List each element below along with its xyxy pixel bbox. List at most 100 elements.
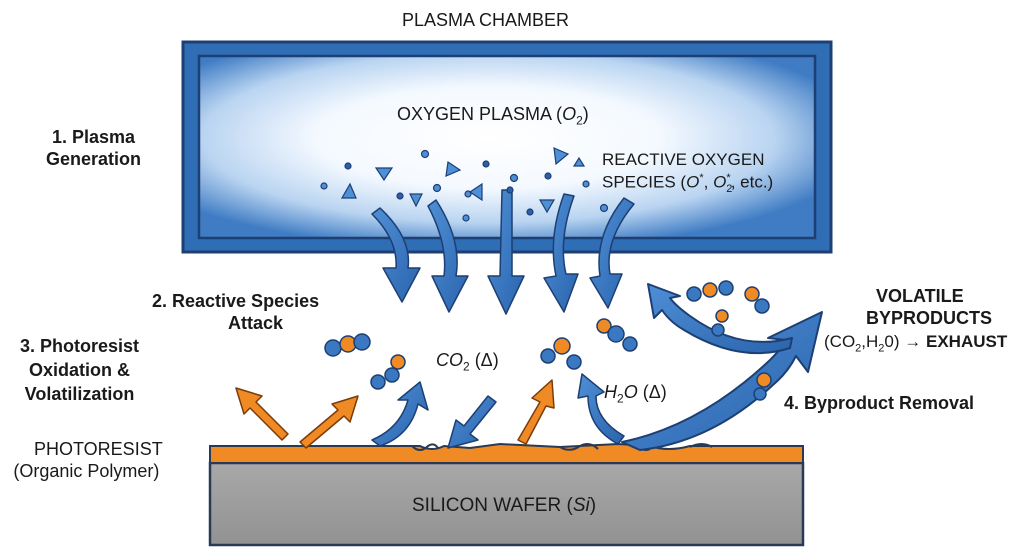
wafer-c: ) xyxy=(589,495,597,516)
ros-l2-f: 2 xyxy=(726,183,733,196)
atom-o xyxy=(753,387,767,401)
photoresist-layer xyxy=(209,442,804,464)
ros-triangle xyxy=(553,147,570,166)
chamber-title: PLASMA CHAMBER xyxy=(402,10,570,30)
atom-c xyxy=(596,318,612,334)
atom-o xyxy=(324,339,342,357)
volatilization-arrows xyxy=(235,379,555,449)
step1-label: 1. Plasma Generation xyxy=(46,126,141,170)
ros-label-line1: REACTIVE OXYGEN xyxy=(602,150,765,169)
byproduct-exhaust-arrows xyxy=(621,283,823,451)
exhaust-l3-c: 0) → xyxy=(884,332,926,351)
ros-l2-g: * xyxy=(726,172,731,184)
exhaust-arrow-large xyxy=(621,311,823,451)
atom-o xyxy=(553,337,571,355)
atom-c xyxy=(702,282,718,298)
plasma-species: O xyxy=(562,104,577,124)
plasma-close: ) xyxy=(582,104,589,124)
ros-dot xyxy=(599,203,609,213)
co2-molecule-left xyxy=(324,333,371,357)
h2o-o: O xyxy=(623,382,638,402)
ros-dot xyxy=(526,208,534,216)
ros-dot xyxy=(462,214,470,222)
ros-dot xyxy=(582,180,590,188)
oxygen-plasma-label: OXYGEN PLASMA (O2) xyxy=(397,104,589,128)
ros-triangle xyxy=(340,182,357,199)
exhaust-l3-d: EXHAUST xyxy=(925,332,1008,351)
ros-triangle xyxy=(445,160,462,177)
reactive-oxygen-particles xyxy=(320,147,609,222)
atom-o xyxy=(353,333,371,351)
surface-arrow-up-left xyxy=(371,381,429,447)
molecule-cluster-right xyxy=(596,318,638,352)
photoresist-rough-surface xyxy=(411,443,713,451)
ros-dot xyxy=(344,162,352,170)
wafer-b: Si xyxy=(572,495,590,516)
atom-o xyxy=(622,336,638,352)
atom-o xyxy=(711,323,725,337)
ros-label-line2: SPECIES (O*, O2*, etc.) xyxy=(602,172,773,195)
h2o-label: H2O (Δ) xyxy=(604,382,667,406)
surface-arrow-up-right xyxy=(577,373,625,445)
atom-h xyxy=(540,348,556,364)
co2-molecule-small xyxy=(370,354,406,390)
co2-subscript: 2 xyxy=(463,359,470,374)
ros-l2-h: , etc.) xyxy=(730,172,774,192)
h2o-h: H xyxy=(604,382,617,402)
atom-h xyxy=(566,354,582,370)
orange-arrow-3 xyxy=(517,379,555,445)
down-arrow-4 xyxy=(543,193,579,313)
h2o-subscript: 2 xyxy=(617,391,624,406)
photoresist-line2: (Organic Polymer) xyxy=(13,461,160,481)
down-arrow-3 xyxy=(487,189,525,315)
ros-triangle xyxy=(468,182,483,202)
atom-c xyxy=(715,309,729,323)
plasma-label-text: OXYGEN PLASMA ( xyxy=(397,104,563,124)
exhaust-line2: BYPRODUCTS xyxy=(866,308,993,328)
ros-dot xyxy=(396,192,404,200)
reactive-species-arrows xyxy=(371,189,635,315)
step1-line1: 1. Plasma xyxy=(51,127,136,147)
ros-l2-b: O xyxy=(686,172,700,192)
step3-line1: 3. Photoresist xyxy=(20,336,140,356)
ros-dot xyxy=(509,173,519,183)
step2-label: 2. Reactive Species Attack xyxy=(152,290,319,334)
photoresist-label: PHOTORESIST (Organic Polymer) xyxy=(10,438,162,482)
step3-line2: Oxidation & xyxy=(29,360,131,380)
co2-text: CO xyxy=(436,350,463,370)
down-arrow-2 xyxy=(427,199,469,313)
wafer-label: SILICON WAFER (Si) xyxy=(412,495,596,517)
down-arrow-5 xyxy=(589,197,635,309)
atom-o xyxy=(756,372,772,388)
exhaust-molecules xyxy=(686,280,772,401)
ros-dot xyxy=(506,186,514,194)
orange-arrow-1 xyxy=(235,387,289,441)
atom-o xyxy=(718,280,734,296)
ros-dot xyxy=(482,160,490,168)
ros-dot xyxy=(420,149,430,159)
exhaust-line1: VOLATILE xyxy=(876,286,964,306)
ros-l2-d: , xyxy=(703,172,714,192)
surface-reaction-arrows xyxy=(371,373,625,449)
atom-o xyxy=(384,367,400,383)
ros-triangle xyxy=(538,199,556,214)
orange-arrow-2 xyxy=(299,395,359,449)
plasma-subscript: 2 xyxy=(576,113,583,128)
ros-l2-e: O xyxy=(713,172,727,192)
ros-l2-c: * xyxy=(699,172,704,184)
h2o-delta: (Δ) xyxy=(637,382,667,402)
co2-delta: (Δ) xyxy=(469,350,499,370)
ros-triangle xyxy=(572,156,586,167)
wafer-a: SILICON WAFER ( xyxy=(412,495,573,516)
ros-dot xyxy=(320,182,328,190)
surface-arrow-down xyxy=(447,395,497,449)
atom-o xyxy=(754,298,770,314)
atom-o xyxy=(370,374,386,390)
step4-label: 4. Byproduct Removal xyxy=(784,393,975,413)
atom-o xyxy=(686,286,702,302)
atom-o xyxy=(607,325,625,343)
step1-line2: Generation xyxy=(46,149,142,169)
step3-line3: Volatilization xyxy=(24,384,135,404)
ros-triangle xyxy=(374,167,394,182)
